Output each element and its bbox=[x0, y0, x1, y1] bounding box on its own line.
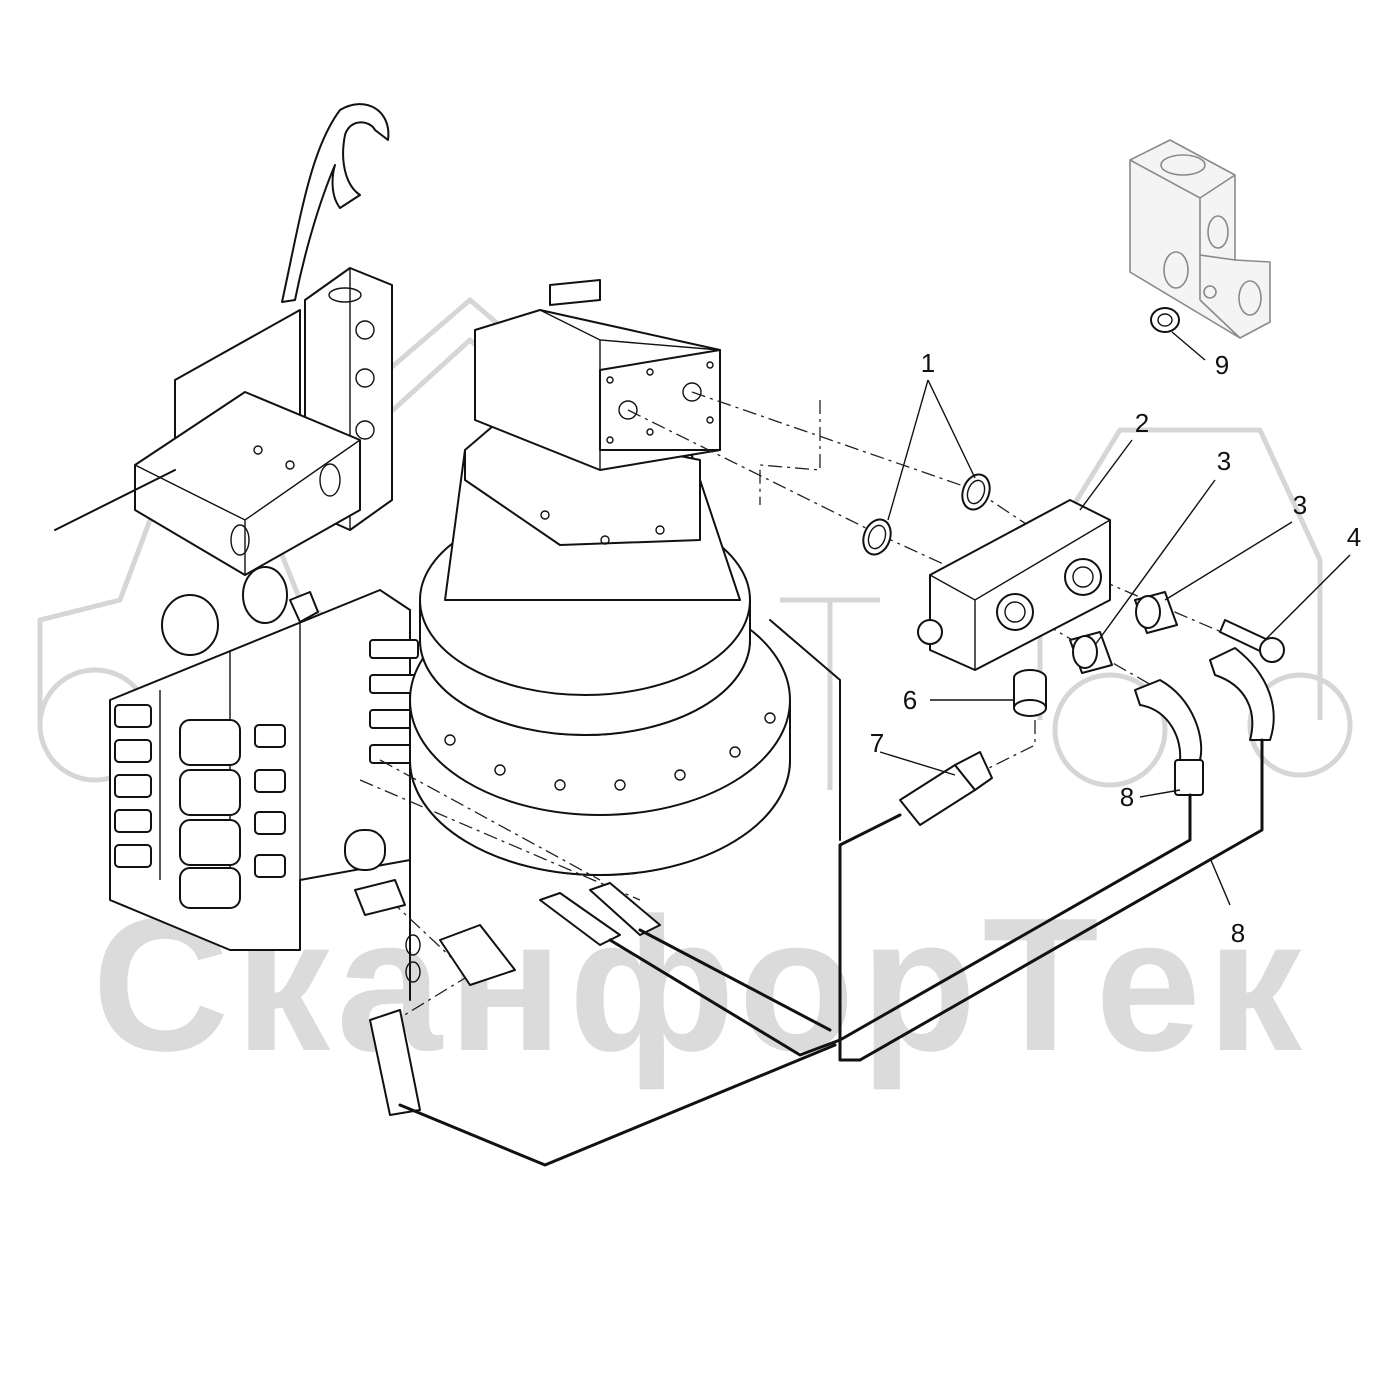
callout-4: 4 bbox=[1347, 522, 1361, 552]
adapter-part-3b bbox=[1134, 591, 1178, 634]
callout-8-lower: 8 bbox=[1231, 918, 1245, 948]
adapter-part-3a bbox=[1069, 631, 1113, 674]
callout-1: 1 bbox=[921, 348, 935, 378]
inset-valve-housing bbox=[1129, 139, 1271, 339]
callout-9: 9 bbox=[1215, 350, 1229, 380]
o-rings-part-1 bbox=[862, 473, 991, 556]
callout-2: 2 bbox=[1135, 408, 1149, 438]
flange-bolt-holes bbox=[444, 712, 776, 791]
valve-block-part-2 bbox=[917, 499, 1111, 671]
control-valve-bank bbox=[54, 103, 419, 951]
hose-part-7 bbox=[838, 751, 993, 1062]
callout-leaders bbox=[879, 331, 1351, 906]
callout-6: 6 bbox=[903, 685, 917, 715]
callout-8-upper: 8 bbox=[1120, 782, 1134, 812]
swing-motor-assembly bbox=[409, 279, 841, 1001]
hose-part-8a bbox=[838, 679, 1204, 1042]
bolt-part-4 bbox=[1219, 619, 1285, 663]
connector-column bbox=[114, 704, 286, 878]
callout-labels: 1 2 3 3 4 6 7 8 8 9 bbox=[870, 348, 1361, 948]
hose-part-8b bbox=[858, 647, 1275, 1062]
fitting-part-6 bbox=[1013, 669, 1047, 717]
callout-7: 7 bbox=[870, 728, 884, 758]
callout-3-upper: 3 bbox=[1217, 446, 1231, 476]
valve-bank-hoses bbox=[354, 879, 842, 1167]
plug-part-9 bbox=[1150, 307, 1180, 333]
callout-3-lower: 3 bbox=[1293, 490, 1307, 520]
